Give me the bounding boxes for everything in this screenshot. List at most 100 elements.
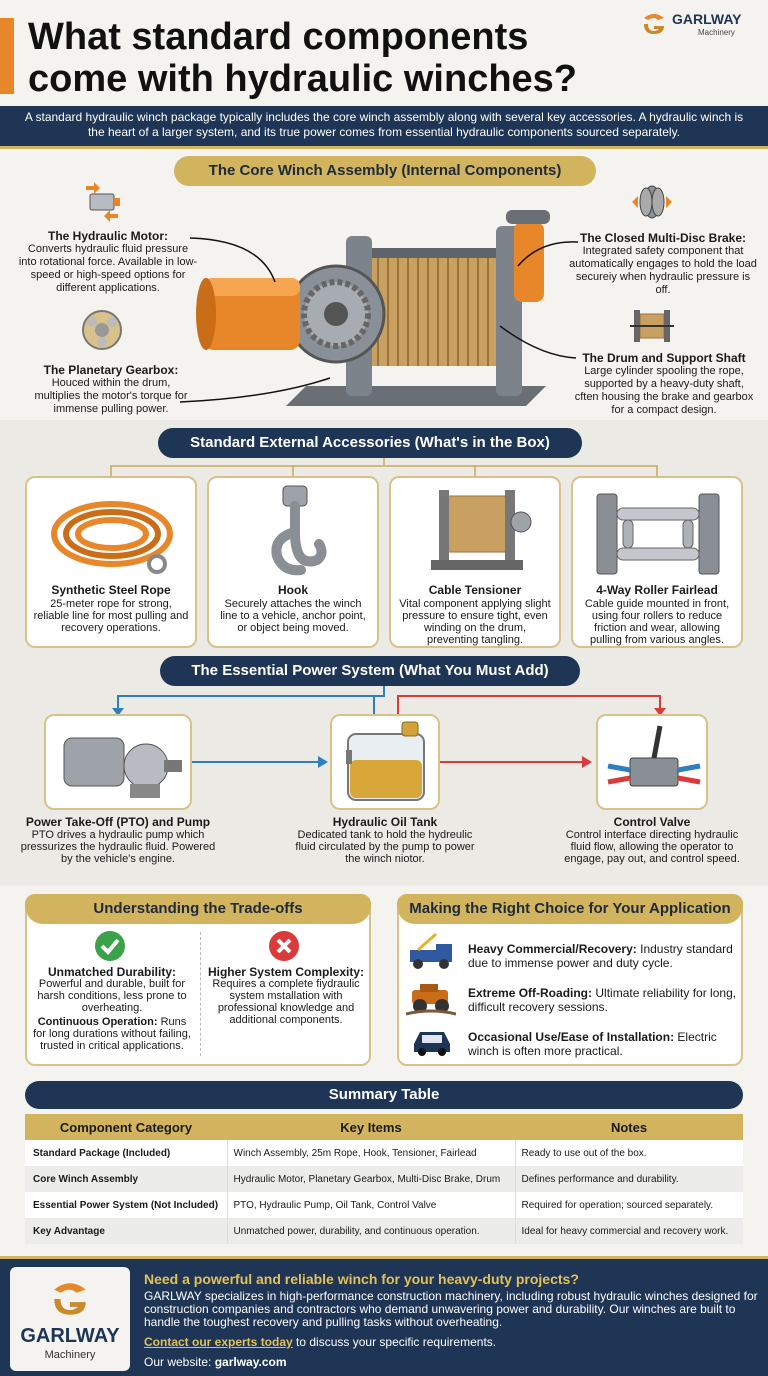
choice-item-2: Occasional Use/Ease of Installation: Ele… — [468, 1030, 738, 1058]
choice-title-2: Occasional Use/Ease of Installation: — [468, 1030, 675, 1044]
drum-icon — [630, 310, 674, 342]
drum-block: The Drum and Support Shaft Large cylinde… — [572, 352, 756, 417]
car-icon — [414, 1032, 450, 1056]
x-icon — [269, 931, 299, 961]
tensioner-text: Cable Tensioner Vital component applying… — [397, 584, 553, 646]
con-text: Higher System Complexity: Requires a com… — [206, 966, 366, 1026]
garlway-logo-icon — [644, 14, 664, 34]
summary-table: Component Category Key Items Notes Stand… — [25, 1114, 743, 1244]
choice-desc-1: Ultimate reliability for long, difficult… — [468, 986, 737, 1014]
summary-col-category: Component Category — [59, 1119, 193, 1135]
rope-icon — [51, 501, 173, 574]
intro-banner: A standard hydraulic winch package typic… — [0, 106, 768, 146]
con-title: Higher System Complexity: — [207, 965, 365, 979]
choice-title-1: Extreme Off-Roading: — [468, 986, 593, 1000]
contact-experts-link[interactable]: Contact our experts today — [144, 1335, 293, 1349]
brake-title: The Closed Multi-Disc Brake: — [579, 231, 747, 245]
footer-logo-box: GARLWAY Machinery — [10, 1267, 130, 1371]
tensioner-desc: Vital component applying slight pressure… — [399, 598, 551, 646]
tank-text: Hydraulic Oil Tank Dedicated tank to hol… — [290, 816, 480, 865]
table-cell: Core Winch Assembly — [25, 1166, 228, 1192]
pro-text: Unmatched Durability: Powerful and durab… — [30, 966, 194, 1052]
intro-text: A standard hydraulic winch package typic… — [24, 110, 744, 139]
gearbox-desc: Houced within the drum, multiplies the m… — [34, 377, 188, 415]
choice-heading: Making the Right Choice for Your Applica… — [397, 894, 743, 924]
fairlead-icon — [596, 493, 720, 575]
pto-text: Power Take-Off (PTO) and Pump PTO drives… — [14, 816, 222, 865]
brake-icon — [632, 185, 672, 219]
pto-desc: PTO drives a hydraulic pump which pressu… — [20, 829, 216, 865]
table-cell: Ready to use out of the box. — [521, 1147, 647, 1159]
summary-heading: Summary Table — [25, 1081, 743, 1109]
motor-desc: Converts hydraulic fluid pressure into r… — [18, 243, 198, 294]
power-card-pto — [44, 714, 192, 810]
rope-title: Synthetic Steel Rope — [51, 583, 171, 597]
summary-header-row: Component Category Key Items Notes — [25, 1114, 743, 1140]
motor-block: The Hydraulic Motor: Converts hydraulic … — [18, 230, 198, 295]
table-cell: Winch Assembly, 25m Rope, Hook, Tensione… — [227, 1140, 516, 1166]
footer-brand-sub: Machinery — [44, 1349, 96, 1361]
header-logo: GARLWAY Machinery — [640, 8, 760, 40]
core-heading: The Core Winch Assembly (Internal Compon… — [174, 156, 596, 186]
gearbox-block: The Planetary Gearbox: Houced within the… — [28, 364, 194, 416]
footer-website-label: Our website: — [144, 1355, 215, 1369]
choice-item-0: Heavy Commercial/Recovery: Industry stan… — [468, 942, 738, 970]
choice-title-0: Heavy Commercial/Recovery: — [468, 942, 637, 956]
tradeoffs-heading: Understanding the Trade-offs — [25, 894, 371, 924]
offroad-vehicle-icon — [406, 984, 456, 1016]
table-cell: Hydraulic Motor, Planetary Gearbox, Mult… — [227, 1166, 516, 1192]
con-desc: Requires a complete fiydraulic system ms… — [212, 978, 360, 1026]
pro2-desc: Runs for long durations without failing,… — [33, 1016, 191, 1052]
choice-desc-0: Industry standard due to immense power a… — [468, 942, 733, 970]
table-cell: Standard Package (Included) — [25, 1140, 228, 1166]
choice-desc-2: Electric winch is often more practical. — [468, 1030, 717, 1058]
hook-desc: Securely attaches the winch line to a ve… — [220, 598, 366, 634]
tensioner-title: Cable Tensioner — [428, 583, 522, 597]
valve-desc: Control interface directing hydraulic fl… — [564, 829, 740, 865]
winch-illustration — [196, 210, 550, 406]
choice-item-1: Extreme Off-Roading: Ultimate reliabilit… — [468, 986, 738, 1014]
power-card-valve — [596, 714, 708, 810]
drum-title: The Drum and Support Shaft — [582, 351, 746, 365]
pro-title: Unmatched Durability: — [47, 965, 176, 979]
valve-title: Control Valve — [613, 815, 691, 829]
gearbox-title: The Planetary Gearbox: — [43, 363, 179, 377]
table-cell: Key Advantage — [25, 1218, 228, 1244]
footer-contact-line: Contact our experts today to discuss you… — [144, 1335, 760, 1349]
rope-text: Synthetic Steel Rope 25-meter rope for s… — [33, 584, 189, 634]
valve-text: Control Valve Control interface directin… — [562, 816, 742, 865]
table-cell: PTO, Hydraulic Pump, Oil Tank, Control V… — [227, 1192, 516, 1218]
control-valve-icon — [607, 725, 701, 787]
table-cell: Defines performance and durability. — [521, 1173, 679, 1185]
pro2-line: Continuous Operation: Runs for long dura… — [30, 1016, 194, 1052]
accessory-card-hook: Hook Securely attaches the winch line to… — [207, 476, 379, 648]
brake-block: The Closed Multi-Disc Brake: Integrated … — [568, 232, 758, 297]
motor-icon — [86, 182, 120, 222]
tow-truck-icon — [410, 932, 452, 969]
core-pointer-lines — [179, 237, 579, 403]
header-brand-name: GARLWAY — [672, 11, 742, 27]
footer: GARLWAY Machinery Need a powerful and re… — [0, 1256, 768, 1376]
header-brand-sub: Machinery — [698, 28, 735, 37]
accessory-card-fairlead: 4-Way Roller Fairlead Cable guide mounte… — [571, 476, 743, 648]
pro2-title: Continuous Operation: — [37, 1016, 158, 1028]
pto-title: Power Take-Off (PTO) and Pump — [25, 815, 211, 829]
power-flow-lines — [112, 686, 666, 768]
table-cell: Unmatched power, durability, and continu… — [227, 1218, 516, 1244]
accessory-card-rope: Synthetic Steel Rope 25-meter rope for s… — [25, 476, 197, 648]
website-link[interactable]: garlway.com — [214, 1355, 287, 1369]
pump-icon — [63, 737, 182, 798]
title-accent-bar — [0, 18, 14, 94]
power-card-tank — [330, 714, 440, 810]
footer-brand-name: GARLWAY — [20, 1325, 120, 1347]
table-cell: Ideal for heavy commercial and recovery … — [521, 1225, 729, 1237]
tank-title: Hydraulic Oil Tank — [332, 815, 438, 829]
rope-desc: 25-meter rope for strong, reliable line … — [33, 598, 189, 634]
power-heading: The Essential Power System (What You Mus… — [160, 656, 580, 686]
footer-contact-rest: to discuss your specific requirements. — [292, 1335, 497, 1349]
page-title: What standard components come with hydra… — [28, 16, 578, 100]
hook-title: Hook — [278, 583, 308, 597]
accessories-connector — [110, 458, 658, 478]
motor-title: The Hydraulic Motor: — [47, 229, 168, 243]
summary-col-notes: Notes — [610, 1119, 648, 1135]
